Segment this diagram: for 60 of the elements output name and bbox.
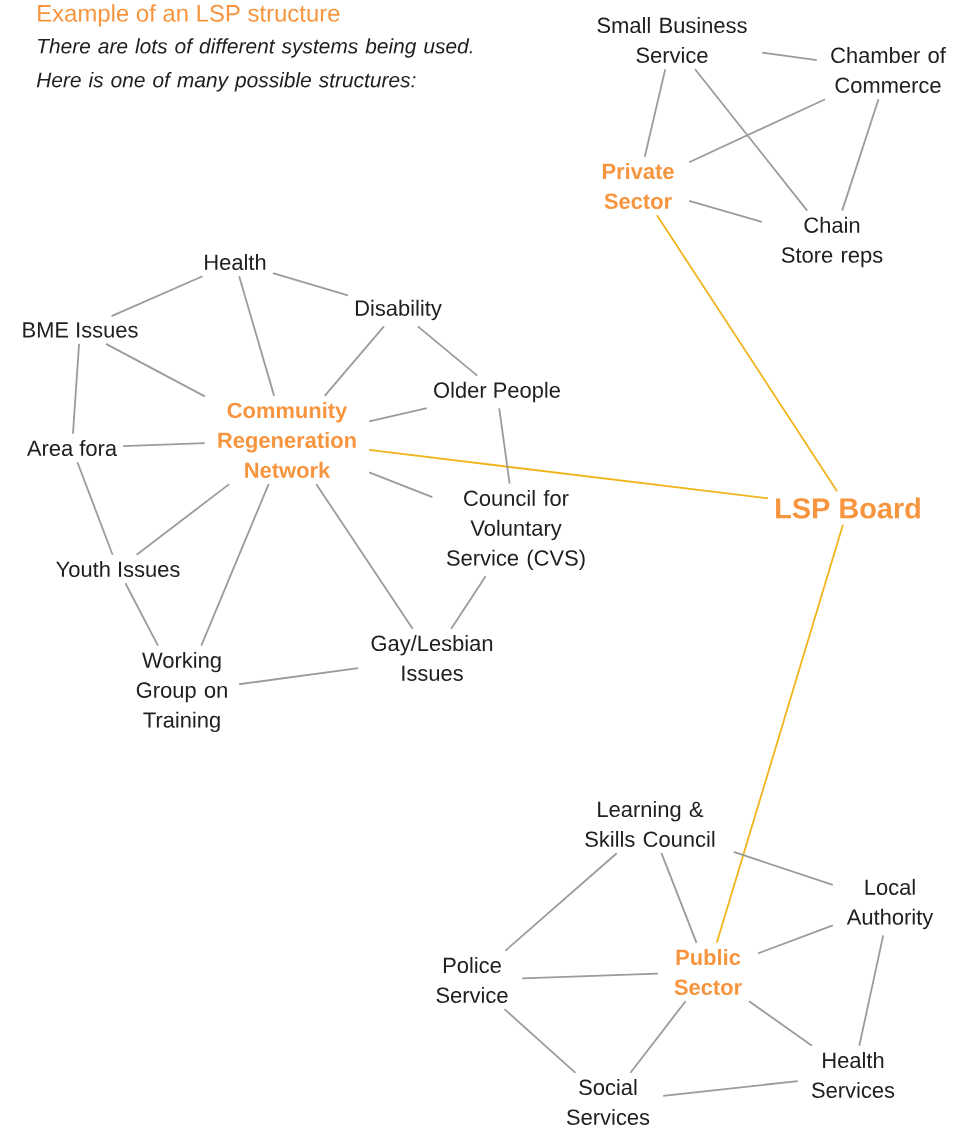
hub-label: Community Regeneration Network (218, 402, 356, 478)
connector-line (521, 972, 659, 980)
node-label: Small Business Service (597, 17, 747, 63)
node-label: Health (205, 253, 266, 271)
connector-line (368, 407, 428, 423)
connector-line (122, 442, 206, 447)
hub-label: Public Sector (674, 949, 742, 995)
connector-line (135, 483, 231, 556)
connector-line (238, 275, 276, 397)
connector-line (110, 275, 204, 318)
connector-line (660, 852, 698, 944)
node-label: Health Services (811, 1052, 895, 1098)
connector-line (72, 342, 80, 435)
connector-line (688, 98, 827, 164)
intro-text: There are lots of different systems being used. Here is one of many possible structures: (36, 38, 472, 92)
connector-line (450, 575, 487, 630)
node-label: Area fora (26, 439, 118, 457)
connector-line (761, 51, 818, 62)
title: Example of an LSP structure (38, 4, 340, 27)
connector-line (76, 461, 114, 556)
connector-line (757, 924, 834, 955)
connector-line (200, 483, 270, 647)
connector-line (858, 934, 885, 1047)
node-label: Youth Issues (56, 560, 180, 578)
connector-line (498, 407, 511, 485)
connector-line (841, 98, 880, 212)
connector-line (656, 214, 838, 493)
connector-line (715, 523, 844, 944)
node-label: Chamber of Commerce (831, 47, 946, 93)
connector-line (272, 272, 349, 297)
connector-line (748, 1000, 813, 1047)
connector-line (416, 325, 479, 377)
connector-line (323, 325, 385, 397)
node-label: Police Service (436, 957, 508, 1003)
connector-line (688, 199, 763, 223)
connector-line (694, 68, 809, 212)
connector-line (315, 483, 414, 630)
connector-line (124, 582, 159, 647)
node-label: Disability (355, 299, 442, 321)
node-label: Working Group on Training (136, 651, 227, 733)
node-label: Older People (434, 381, 560, 403)
connector-line (662, 1080, 799, 1097)
connector-line (643, 68, 667, 158)
node-label: Social Services (566, 1079, 650, 1125)
node-label: Gay/Lesbian Issues (371, 635, 493, 681)
node-label: BME Issues (23, 322, 138, 338)
connector-line (368, 449, 769, 500)
connector-line (105, 342, 206, 398)
connector-line (238, 667, 360, 686)
hub-label: Private Sector (602, 163, 674, 209)
connector-line (732, 851, 834, 886)
node-label: Chain Store reps (781, 216, 883, 268)
connector-line (368, 471, 434, 499)
node-label: Local Authority (846, 878, 934, 930)
connector-line (629, 1000, 687, 1074)
connector-line (503, 1008, 577, 1074)
connector-line (504, 852, 618, 952)
hub-label: LSP Board (776, 497, 920, 519)
node-label: Council for Voluntary Service (CVS) (446, 489, 585, 571)
node-label: Learning & Skills Council (585, 801, 715, 847)
